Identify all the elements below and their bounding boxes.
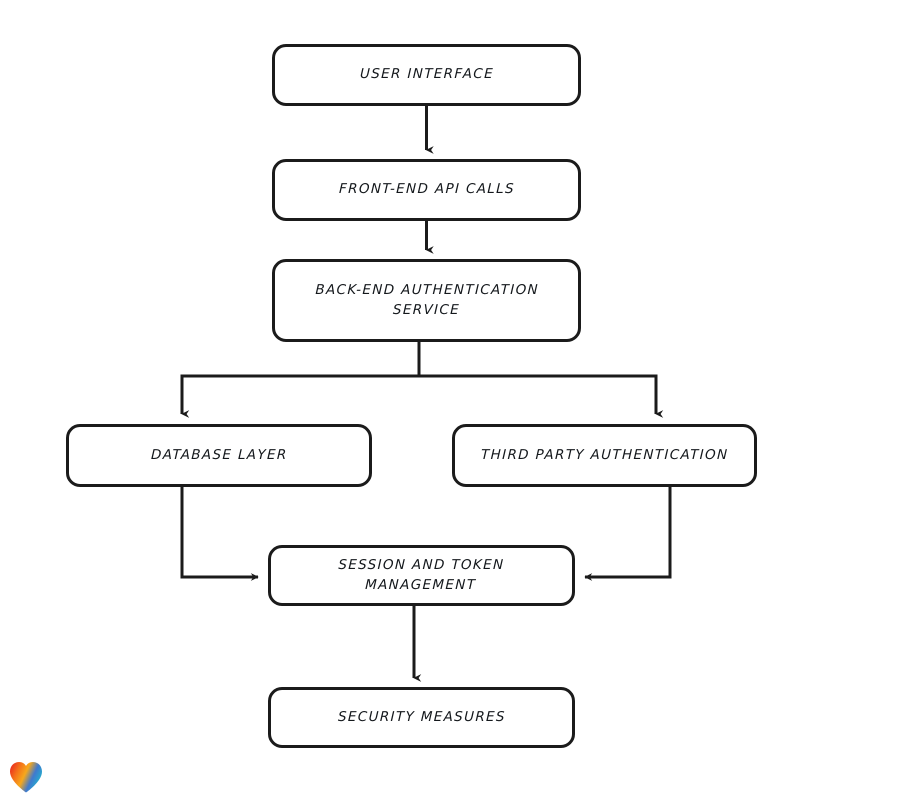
- edge-backend-to-thirdparty: [419, 374, 664, 418]
- edge-database-to-session: [180, 487, 259, 581]
- heart-icon: [10, 762, 42, 793]
- node-label: User Interface: [359, 66, 494, 83]
- node-database-layer[interactable]: Database Layer: [66, 424, 372, 487]
- node-label: Database Layer: [150, 446, 288, 463]
- node-security-measures[interactable]: Security Measures: [268, 687, 575, 748]
- edge-backend-to-database: [180, 374, 419, 418]
- node-label: Security Measures: [337, 708, 506, 725]
- node-third-party-authentication[interactable]: Third Party Authentication: [452, 424, 757, 487]
- node-label: Third Party Authentication: [480, 446, 729, 463]
- node-label: Session and Token Management: [338, 556, 506, 593]
- node-label: Front-End API Calls: [338, 181, 515, 198]
- node-front-end-api-calls[interactable]: Front-End API Calls: [272, 159, 581, 221]
- node-session-and-token-management[interactable]: Session and Token Management: [268, 545, 575, 606]
- node-user-interface[interactable]: User Interface: [272, 44, 581, 106]
- node-label: Back-End Authentication Service: [314, 281, 539, 318]
- edge-thirdparty-to-session: [584, 487, 672, 581]
- node-back-end-authentication-service[interactable]: Back-End Authentication Service: [272, 259, 581, 342]
